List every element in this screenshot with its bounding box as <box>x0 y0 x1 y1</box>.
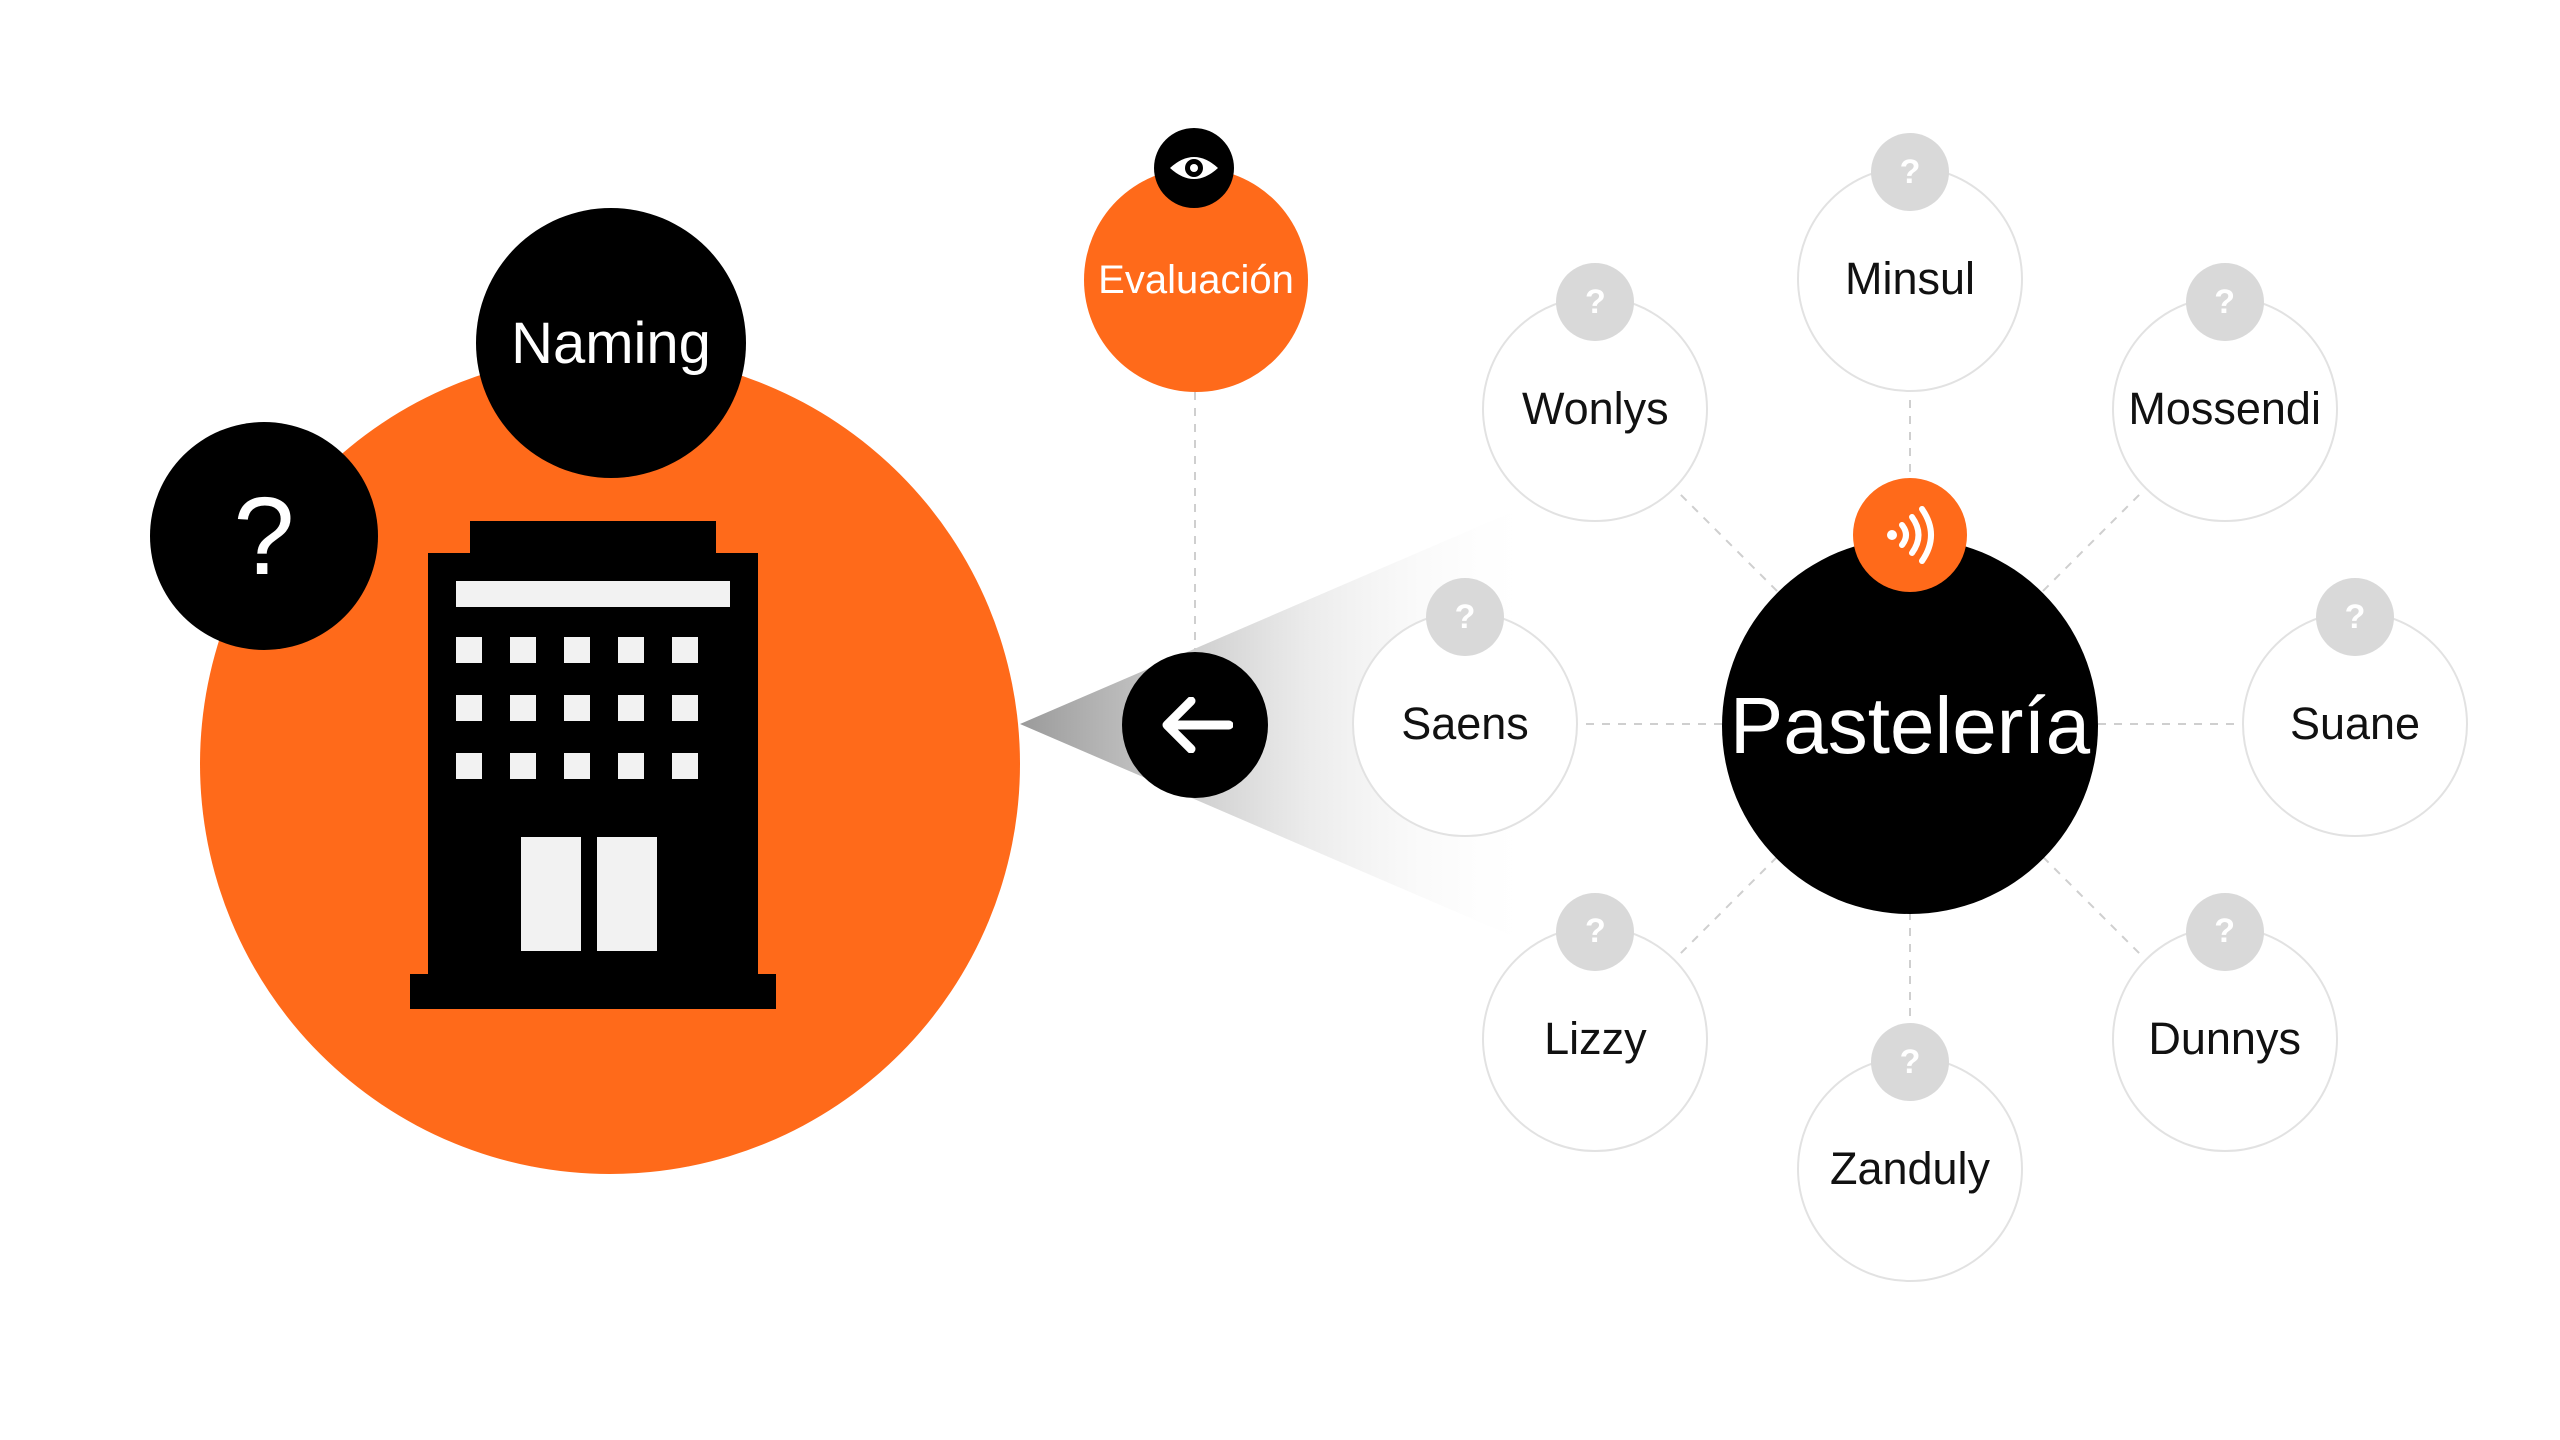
name-label: Wonlys <box>1521 383 1669 435</box>
name-label: Saens <box>1401 698 1529 749</box>
spoke-line <box>1674 856 1778 960</box>
eye-icon <box>1154 128 1234 208</box>
office-building-icon <box>410 521 776 1009</box>
question-badge: ? <box>150 422 378 650</box>
name-question-badge[interactable]: ? <box>2185 892 2264 971</box>
spoke-line <box>1674 488 1778 592</box>
center-label: Pastelería <box>1729 681 2091 770</box>
sound-waves-icon[interactable] <box>1853 478 1967 592</box>
question-mark-label: ? <box>233 474 295 598</box>
name-label: Mossendi <box>2128 383 2321 435</box>
spoke-lines <box>1578 392 2242 1056</box>
naming-label: Naming <box>511 310 711 376</box>
name-label: Dunnys <box>2148 1012 2301 1064</box>
name-question-badge[interactable]: ? <box>1426 578 1504 656</box>
evaluation-label: Evaluación <box>1098 257 1294 302</box>
name-question-badge[interactable]: ? <box>1556 263 1635 342</box>
name-node[interactable]: Saens <box>1352 611 1578 837</box>
back-button[interactable] <box>1122 652 1268 798</box>
spoke-line <box>2042 488 2146 592</box>
name-question-badge[interactable]: ? <box>2316 578 2394 656</box>
name-label: Suane <box>2289 698 2421 749</box>
name-label: Zanduly <box>1829 1143 1991 1194</box>
name-node[interactable]: Lizzy <box>1482 925 1709 1152</box>
spoke-line <box>2042 856 2146 960</box>
center-concept-circle: Pastelería <box>1722 538 2098 914</box>
name-label: Lizzy <box>1544 1012 1647 1064</box>
naming-badge: Naming <box>476 208 746 478</box>
name-question-badge[interactable]: ? <box>1556 892 1635 971</box>
name-question-badge[interactable]: ? <box>1871 133 1949 211</box>
focus-beam <box>1020 500 1540 948</box>
arrow-left-icon <box>1162 697 1233 753</box>
organization-circle <box>200 354 1020 1174</box>
name-question-badge[interactable]: ? <box>2185 263 2264 342</box>
name-question-badge[interactable]: ? <box>1871 1023 1949 1101</box>
name-label: Minsul <box>1844 253 1976 304</box>
